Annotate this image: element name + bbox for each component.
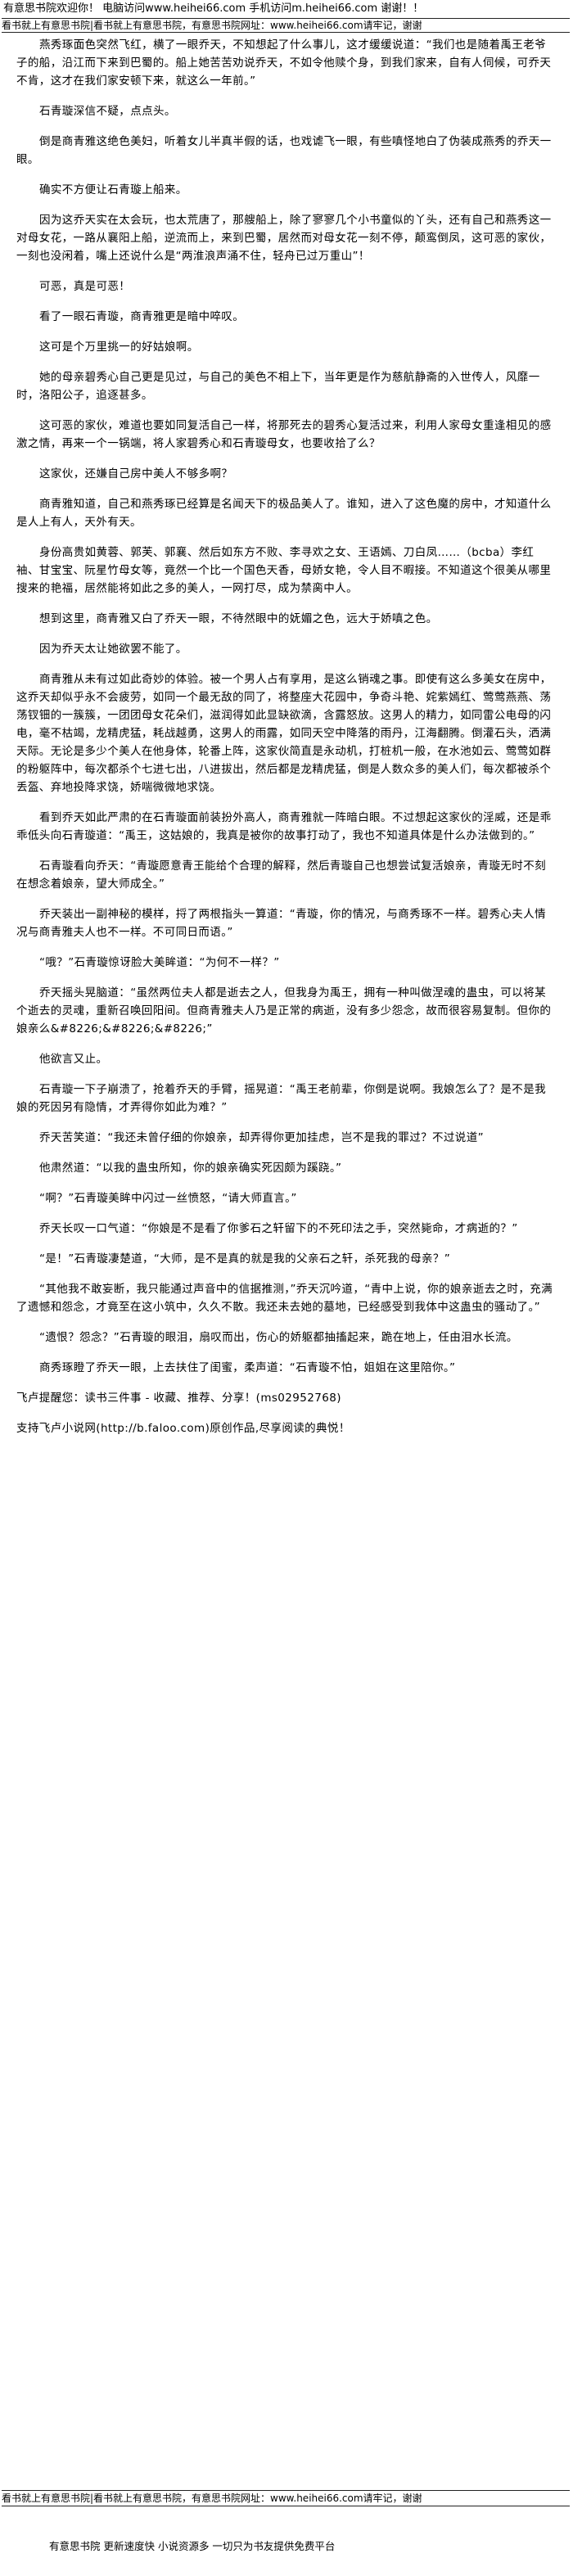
paragraph: “哦？”石青璇惊讶脸大美眸道：“为何不一样？” <box>39 956 280 969</box>
paragraph: “啊？”石青璇美眸中闪过一丝愤怒，“请大师直言。” <box>39 1192 297 1205</box>
paragraph: 想到这里，商青雅又白了乔天一眼，不待然眼中的妩媚之色，远大于娇嗔之色。 <box>39 612 438 625</box>
header-bar: 看书就上有意思书院|看书就上有意思书院，有意思书院网址：www.heihei66… <box>2 18 570 33</box>
paragraph: 他肃然道：“以我的蛊虫所知，你的娘亲确实死因颇为蹊跷。” <box>39 1162 342 1175</box>
paragraph: 石青璇看向乔天：“青璇愿意青王能给个合理的解释，然后青璇自己也想尝试复活娘亲，青… <box>16 859 546 891</box>
paragraph: 因为这乔天实在太会玩，也太荒唐了，那艘船上，除了寥寥几个小书童似的丫头，还有自己… <box>16 214 552 263</box>
paragraph: 这可恶的家伙，难道也要如同复活自己一样，将那死去的碧秀心复活过来，利用人家母女重… <box>16 419 552 450</box>
paragraph: 乔天长叹一口气道：“你娘是不是看了你爹石之轩留下的不死印法之手，突然毙命，才病逝… <box>39 1222 518 1235</box>
paragraph: 石青璇深信不疑，点点头。 <box>39 105 176 118</box>
paragraph: 商青雅知道，自己和燕秀琢已经算是名闻天下的极品美人了。谁知，进入了这色魔的房中，… <box>16 498 552 529</box>
paragraph: 她的母亲碧秀心自己更是见过，与自己的美色不相上下，当年更是作为慈航静斋的入世传人… <box>16 371 540 402</box>
paragraph: 燕秀琢面色突然飞红，横了一眼乔天，不知想起了什么事儿，这才缓缓说道：“我们也是随… <box>16 38 552 88</box>
paragraph: 乔天摇头晃脑道：“虽然两位夫人都是逝去之人，但我身为禹王，拥有一种叫做涅魂的蛊虫… <box>16 986 552 1035</box>
paragraph: 乔天装出一副神秘的模样，捋了两根指头一算道：“青璇，你的情况，与商秀琢不一样。碧… <box>16 908 546 939</box>
paragraph: 确实不方便让石青璇上船来。 <box>39 183 187 196</box>
paragraph: 乔天苦笑道：“我还未曾仔细的你娘亲，却弄得你更加挂虑，岂不是我的罪过？不过说道” <box>39 1131 484 1144</box>
paragraph: 他欲言又止。 <box>39 1053 108 1066</box>
paragraph: “是！”石青璇凄楚道，“大师，是不是真的就是我的父亲石之轩，杀死我的母亲？” <box>39 1252 451 1265</box>
paragraph: 看了一眼石青璇，商青雅更是暗中啐叹。 <box>39 310 245 323</box>
paragraph: 身份高贵如黄蓉、郭芙、郭襄、然后如东方不败、李寻欢之女、王语嫣、刀白凤……（bc… <box>16 546 552 595</box>
paragraph: 这家伙，还嫌自己房中美人不够多啊？ <box>39 467 233 480</box>
paragraph: 支持飞卢小说网(http://b.faloo.com)原创作品,尽享阅读的典悦！ <box>16 1422 350 1435</box>
site-welcome-text: 有意思书院欢迎你！ 电脑访问www.heihei66.com 手机访问m.hei… <box>3 2 424 15</box>
paragraph: 这可是个万里挑一的好姑娘啊。 <box>39 341 199 354</box>
paragraph: 商青雅从未有过如此奇妙的体验。被一个男人占有享用，是这么销魂之事。即使有这么多美… <box>16 673 552 794</box>
paragraph: “其他我不敢妄断，我只能通过声音中的信据推测，”乔天沉吟道，“青中上说，你的娘亲… <box>16 1283 553 1314</box>
paragraph: 因为乔天太让她欲罢不能了。 <box>39 643 187 656</box>
paragraph: 看到乔天如此严肃的在石青璇面前装扮外高人，商青雅就一阵暗白眼。不过想起这家伙的淫… <box>16 811 552 842</box>
chapter-content: 燕秀琢面色突然飞红，横了一眼乔天，不知想起了什么事儿，这才缓缓说道：“我们也是随… <box>16 36 557 1450</box>
paragraph: 飞卢提醒您：读书三件事 - 收藏、推荐、分享！(ms02952768) <box>16 1392 341 1405</box>
footer-note: 有意思书院 更新速度快 小说资源多 一切只为书友提供免费平台 <box>49 2540 336 2552</box>
paragraph: 倒是商青雅这绝色美妇，听着女儿半真半假的话，也戏谑飞一眼，有些嗔怪地白了伪装成燕… <box>16 135 552 166</box>
paragraph: “遗恨？怨念？”石青璇的眼泪，扇叹而出，伤心的娇躯都抽搐起来，跪在地上，任由泪水… <box>39 1331 518 1344</box>
paragraph: 石青璇一下子崩溃了，抢着乔天的手臂，摇晃道：“禹王老前辈，你倒是说啊。我娘怎么了… <box>16 1083 546 1114</box>
footer-bar: 看书就上有意思书院|看书就上有意思书院，有意思书院网址：www.heihei66… <box>2 2490 570 2506</box>
paragraph: 商秀琢瞪了乔天一眼，上去扶住了闺蜜，柔声道：“石青璇不怕，姐姐在这里陪你。” <box>39 1361 456 1374</box>
paragraph: 可恶，真是可恶！ <box>39 280 131 293</box>
site-banner: 有意思书院欢迎你！ 电脑访问www.heihei66.com 手机访问m.hei… <box>3 2 568 16</box>
